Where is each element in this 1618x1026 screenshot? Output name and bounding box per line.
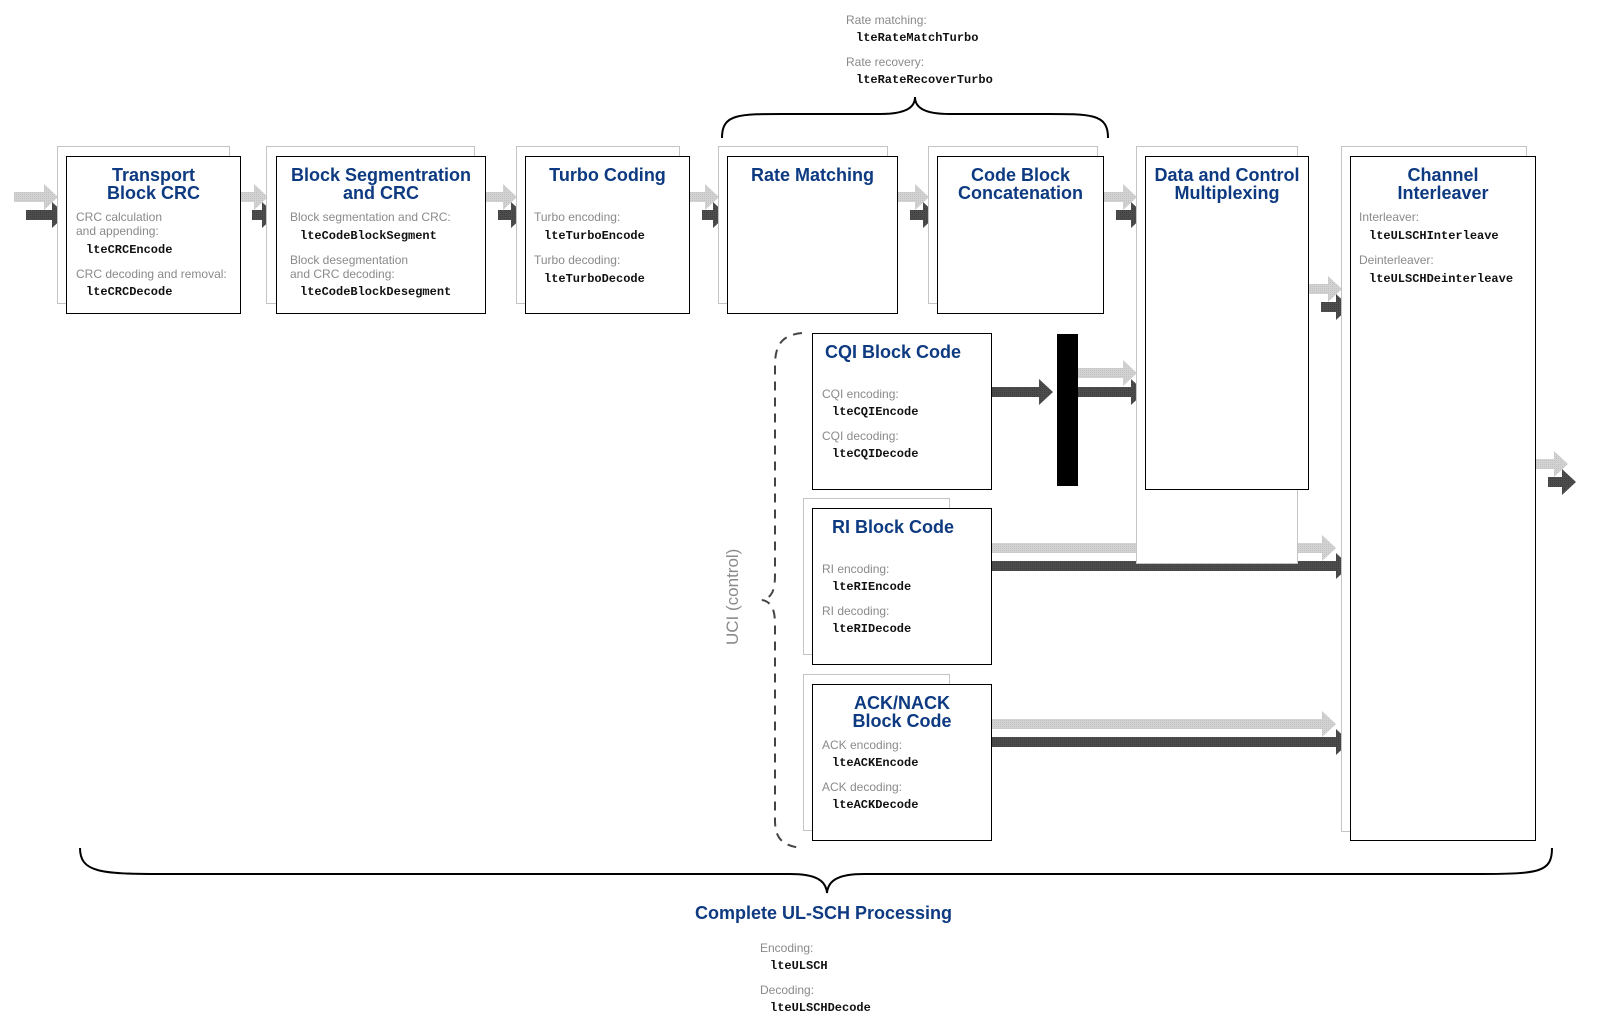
arrow-bar-mux-dark	[1078, 379, 1145, 405]
rate-matching-fn[interactable]: lteRateMatchTurbo	[856, 31, 979, 45]
turbo-title: Turbo Coding	[549, 165, 666, 185]
arrow-cqi-bar	[992, 379, 1053, 405]
complete-dec-fn[interactable]: lteULSCHDecode	[770, 1001, 871, 1015]
seg-dec-fn[interactable]: lteCodeBlockDesegment	[300, 285, 452, 299]
uci-label: UCI (control)	[723, 548, 742, 645]
cqi-dec-fn[interactable]: lteCQIDecode	[832, 447, 919, 461]
rate-matching-title: Rate Matching	[750, 165, 874, 185]
turbo-enc-label: Turbo encoding:	[534, 210, 621, 224]
rate-matching-block[interactable]: Rate Matching	[727, 156, 898, 314]
turbo-dec-fn[interactable]: lteTurboDecode	[544, 272, 645, 286]
rate-recovery-label: Rate recovery:	[846, 55, 925, 69]
ri-title: RI Block Code	[832, 517, 955, 537]
interleaver-dec-fn[interactable]: lteULSCHDeinterleave	[1369, 272, 1514, 286]
turbo-enc-fn[interactable]: lteTurboEncode	[544, 229, 645, 243]
arrow-ri-interleaver-dark	[992, 553, 1350, 579]
ack-enc-fn[interactable]: lteACKEncode	[832, 756, 919, 770]
arrow-out-dark	[1548, 469, 1576, 495]
cqi-dec-label: CQI decoding:	[822, 429, 899, 443]
arrow-crc-seg-light	[240, 184, 268, 210]
complete-dec-label: Decoding:	[760, 983, 815, 997]
ack-enc-label: ACK encoding:	[822, 738, 903, 752]
complete-processing-title: Complete UL-SCH Processing	[695, 903, 953, 923]
arrow-in-dark	[26, 202, 66, 228]
mux-bar	[1057, 334, 1078, 486]
arrow-turbo-rm-dark	[702, 202, 727, 228]
ri-dec-label: RI decoding:	[822, 604, 890, 618]
interleaver-enc-label: Interleaver:	[1359, 210, 1420, 224]
arrow-mux-interleaver-light	[1309, 276, 1342, 302]
arrow-out-light	[1536, 451, 1568, 477]
ack-dec-fn[interactable]: lteACKDecode	[832, 798, 919, 812]
arrow-crc-seg-dark	[252, 202, 276, 228]
interleaver-enc-fn[interactable]: lteULSCHInterleave	[1369, 229, 1499, 243]
seg-enc-fn[interactable]: lteCodeBlockSegment	[300, 229, 437, 243]
complete-enc-label: Encoding:	[760, 941, 814, 955]
arrow-seg-turbo-light	[486, 184, 517, 210]
arrow-seg-turbo-dark	[498, 202, 525, 228]
crc-dec-label: CRC decoding and removal:	[76, 267, 227, 281]
interleaver-dec-label: Deinterleaver:	[1359, 253, 1434, 267]
cqi-enc-fn[interactable]: lteCQIEncode	[832, 405, 919, 419]
ri-dec-fn[interactable]: lteRIDecode	[832, 622, 912, 636]
arrow-in-light	[14, 184, 58, 210]
crc-dec-fn[interactable]: lteCRCDecode	[86, 285, 173, 299]
arrow-rm-concat-light	[898, 184, 929, 210]
cqi-enc-label: CQI encoding:	[822, 387, 899, 401]
ri-enc-fn[interactable]: lteRIEncode	[832, 580, 912, 594]
crc-enc-fn[interactable]: lteCRCEncode	[86, 243, 173, 257]
arrow-ack-interleaver-light	[992, 711, 1336, 737]
arrow-bar-mux-light	[1078, 360, 1137, 386]
turbo-block[interactable]: Turbo Coding Turbo encoding: lteTurboEnc…	[525, 156, 690, 314]
turbo-dec-label: Turbo decoding:	[534, 253, 621, 267]
arrow-rm-concat-dark	[910, 202, 937, 228]
cqi-title: CQI Block Code	[825, 342, 962, 362]
complete-enc-fn[interactable]: lteULSCH	[770, 959, 828, 973]
rate-matching-label: Rate matching:	[846, 13, 927, 27]
seg-enc-label: Block segmentation and CRC:	[290, 210, 451, 224]
cqi-block[interactable]: CQI Block Code CQI encoding: lteCQIEncod…	[812, 333, 992, 490]
complete-processing-brace	[79, 847, 1553, 894]
arrow-turbo-rm-light	[690, 184, 719, 210]
rate-recovery-fn[interactable]: lteRateRecoverTurbo	[856, 73, 993, 87]
ri-enc-label: RI encoding:	[822, 562, 890, 576]
ri-block[interactable]: RI Block Code RI encoding: lteRIEncode R…	[812, 508, 992, 665]
rate-matching-brace	[721, 96, 1109, 139]
ack-dec-label: ACK decoding:	[822, 780, 903, 794]
arrow-concat-mux-light	[1104, 184, 1137, 210]
uci-brace	[761, 332, 803, 849]
arrow-ack-interleaver-dark	[992, 729, 1350, 755]
